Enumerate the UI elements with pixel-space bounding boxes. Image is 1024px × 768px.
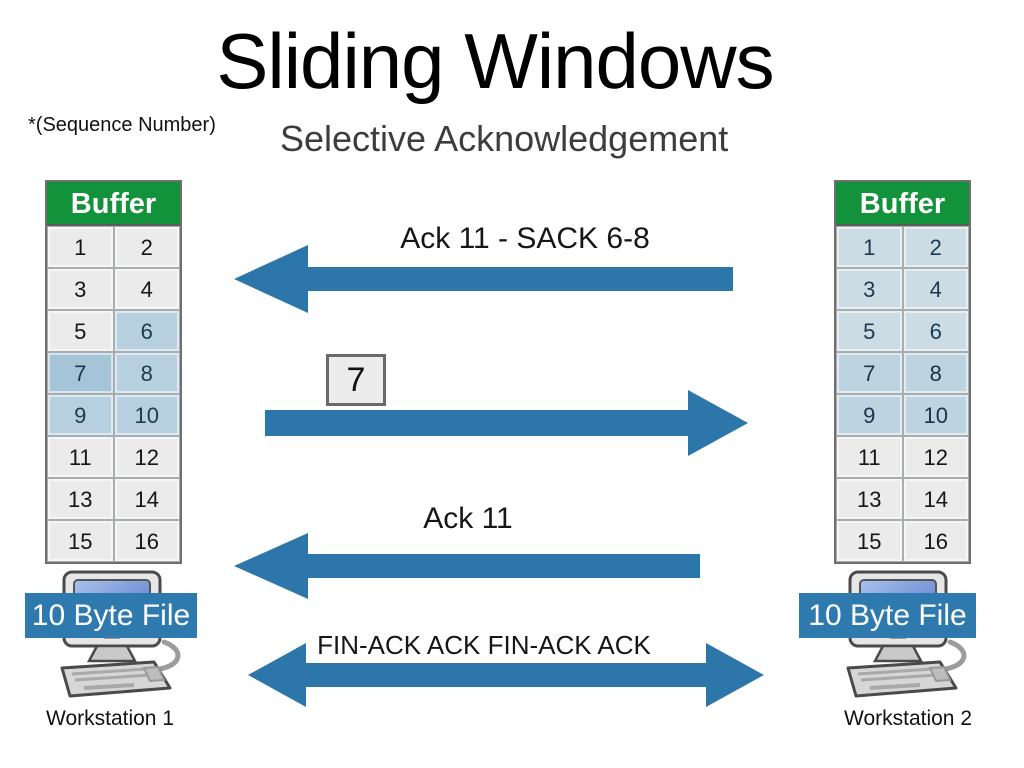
left-buffer-cell: 5 <box>47 310 114 352</box>
right-buffer-cell: 7 <box>836 352 903 394</box>
right-buffer-cell: 6 <box>902 310 969 352</box>
left-buffer-cell: 10 <box>113 394 180 436</box>
right-buffer-cell: 9 <box>836 394 903 436</box>
left-buffer-cell: 8 <box>113 352 180 394</box>
workstation-1-label: Workstation 1 <box>46 707 174 730</box>
right-buffer-header: Buffer <box>836 182 969 226</box>
right-arrow-segment <box>265 390 748 456</box>
page-title: Sliding Windows <box>216 17 774 105</box>
left-file-banner: 10 Byte File <box>25 593 197 638</box>
left-buffer-cell: 16 <box>113 520 180 562</box>
right-buffer-cell: 14 <box>902 478 969 520</box>
left-buffer-cell: 15 <box>47 520 114 562</box>
left-buffer-cell: 11 <box>47 436 114 478</box>
left-arrow-ack <box>234 533 700 599</box>
left-buffer-cell: 6 <box>113 310 180 352</box>
double-arrow-fin <box>248 643 764 707</box>
left-buffer-cell: 3 <box>47 268 114 310</box>
left-buffer-cell: 7 <box>47 352 114 394</box>
ack-sack-label: Ack 11 - SACK 6-8 <box>400 222 650 255</box>
left-buffer-header: Buffer <box>47 182 180 226</box>
right-buffer-cell: 15 <box>836 520 903 562</box>
left-buffer-cell: 1 <box>47 226 114 268</box>
fin-ack-label: FIN-ACK ACK FIN-ACK ACK <box>317 630 651 660</box>
left-buffer-table: Buffer 1 2 3 4 5 6 7 8 9 10 11 12 13 14 … <box>45 180 182 564</box>
right-buffer-cell: 8 <box>902 352 969 394</box>
right-buffer-cell: 10 <box>902 394 969 436</box>
workstation-2-label: Workstation 2 <box>844 707 972 730</box>
left-buffer-cell: 14 <box>113 478 180 520</box>
right-buffer-table: Buffer 1 2 3 4 5 6 7 8 9 10 11 12 13 14 … <box>834 180 971 564</box>
left-buffer-cell: 12 <box>113 436 180 478</box>
ack-label: Ack 11 <box>423 502 513 535</box>
right-buffer-cell: 13 <box>836 478 903 520</box>
right-file-banner: 10 Byte File <box>799 593 976 638</box>
left-buffer-cell: 2 <box>113 226 180 268</box>
right-buffer-cell: 12 <box>902 436 969 478</box>
right-buffer-cell: 3 <box>836 268 903 310</box>
subtitle: Selective Acknowledgement <box>280 118 729 159</box>
left-arrow-ack-sack <box>234 245 733 313</box>
right-buffer-cell: 1 <box>836 226 903 268</box>
right-buffer-cell: 2 <box>902 226 969 268</box>
left-buffer-cell: 13 <box>47 478 114 520</box>
left-buffer-cell: 4 <box>113 268 180 310</box>
left-buffer-cell: 9 <box>47 394 114 436</box>
right-buffer-cell: 4 <box>902 268 969 310</box>
right-buffer-cell: 5 <box>836 310 903 352</box>
segment-box: 7 <box>326 354 386 406</box>
right-buffer-cell: 16 <box>902 520 969 562</box>
right-buffer-cell: 11 <box>836 436 903 478</box>
sequence-number-note: *(Sequence Number) <box>28 114 216 136</box>
